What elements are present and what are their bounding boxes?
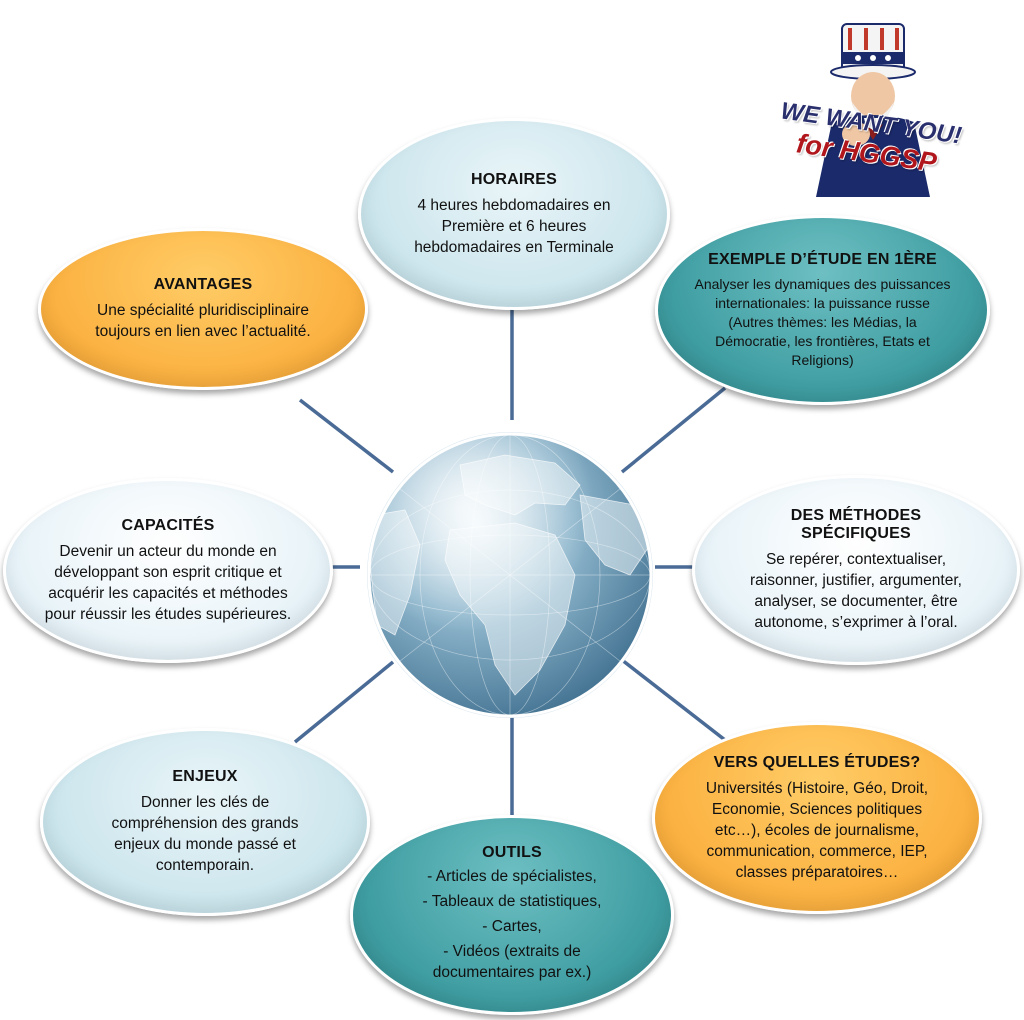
- node-outils-item: - Vidéos (extraits de documentaires par …: [432, 942, 592, 981]
- globe-icon: [367, 432, 653, 718]
- node-avantages-title: AVANTAGES: [153, 276, 253, 293]
- node-etudes: VERS QUELLES ÉTUDES? Universités (Histoi…: [652, 722, 982, 914]
- node-horaires-body: 4 heures hebdomadaires en Première et 6 …: [414, 196, 614, 256]
- node-exemple-title: EXEMPLE D’ÉTUDE EN 1ÈRE: [708, 250, 937, 268]
- node-avantages: AVANTAGES Une spécialité pluridisciplina…: [38, 228, 368, 390]
- node-capacites: CAPACITÉS Devenir un acteur du monde en …: [3, 478, 333, 663]
- node-outils-item: - Articles de spécialistes,: [427, 867, 597, 885]
- connector-etudes: [620, 658, 727, 742]
- node-capacites-body: Devenir un acteur du monde en développan…: [44, 542, 292, 623]
- node-capacites-title: CAPACITÉS: [121, 516, 215, 534]
- node-enjeux: ENJEUX Donner les clés de compréhension …: [40, 728, 370, 916]
- node-outils-item: - Tableaux de statistiques,: [422, 892, 602, 910]
- node-exemple: EXEMPLE D’ÉTUDE EN 1ÈRE Analyser les dyn…: [655, 215, 990, 405]
- node-horaires-title: HORAIRES: [470, 170, 558, 188]
- connector-avantages: [298, 398, 395, 474]
- node-enjeux-body: Donner les clés de compréhension des gra…: [111, 794, 299, 874]
- node-etudes-title: VERS QUELLES ÉTUDES?: [713, 753, 921, 771]
- connector-enjeux: [293, 660, 395, 744]
- node-outils-title: OUTILS: [482, 843, 542, 861]
- node-exemple-body: Analyser les dynamiques des puissances i…: [694, 275, 951, 368]
- node-outils: OUTILS - Articles de spécialistes, - Tab…: [350, 815, 674, 1015]
- connector-exemple: [620, 386, 727, 474]
- node-outils-list: - Articles de spécialistes, - Tableaux d…: [393, 864, 631, 987]
- node-horaires: HORAIRES 4 heures hebdomadaires en Premi…: [358, 118, 670, 310]
- node-outils-item: - Cartes,: [482, 917, 542, 935]
- node-methodes: DES MÉTHODES SPÉCIFIQUES Se repérer, con…: [692, 475, 1020, 665]
- node-methodes-title: DES MÉTHODES SPÉCIFIQUES: [790, 507, 922, 542]
- node-enjeux-title: ENJEUX: [172, 768, 238, 785]
- uncle-sam-icon: [816, 23, 930, 197]
- node-methodes-body: Se repérer, contextualiser, raisonner, j…: [750, 551, 962, 631]
- node-avantages-body: Une spécialité pluridisciplinaire toujou…: [95, 302, 311, 340]
- node-etudes-body: Universités (Histoire, Géo, Droit, Econo…: [705, 779, 929, 881]
